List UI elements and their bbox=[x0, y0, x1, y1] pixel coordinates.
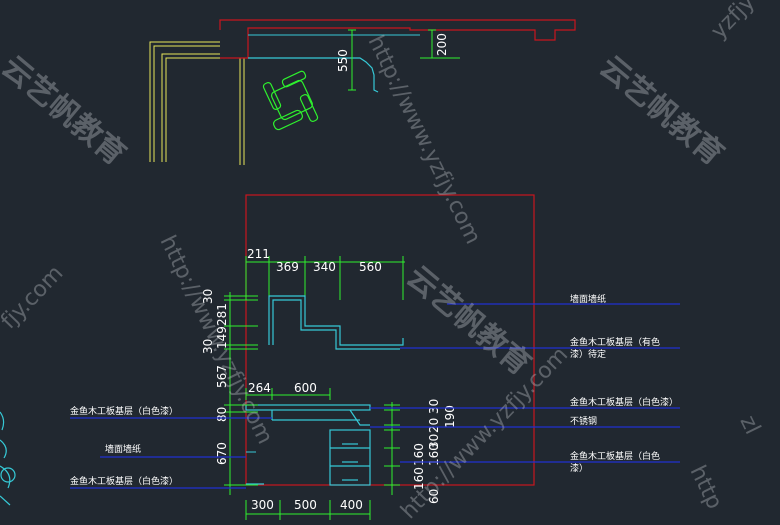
annotation-wood-white-bottom-left: 金鱼木工板基层（白色漆） bbox=[70, 475, 178, 487]
left-dim-30b: 30 bbox=[201, 339, 215, 354]
bottom-dimension-chain bbox=[245, 500, 371, 520]
dim-550-label: 550 bbox=[336, 49, 350, 72]
watermark-partial-3: http bbox=[685, 462, 727, 514]
right-dim-190: 190 bbox=[443, 405, 457, 428]
annotation-wallpaper-left: 墙面墙纸 bbox=[105, 443, 141, 455]
right-dim-160c: 160 bbox=[412, 467, 426, 490]
right-dim-60: 60 bbox=[427, 489, 441, 504]
left-dimension-chain bbox=[224, 292, 258, 495]
watermark-cn-2: 云艺帆教育 bbox=[400, 259, 537, 382]
annotation-wood-white-right: 金鱼木工板基层（白色漆） bbox=[570, 396, 678, 408]
annotation-wood-white-bottom-right-line2: 漆） bbox=[570, 462, 588, 474]
top-dim-211: 211 bbox=[247, 247, 270, 261]
right-dim-20: 20 bbox=[427, 418, 441, 433]
drawer-unit bbox=[329, 429, 371, 486]
watermark-cn-3: 云艺帆教育 bbox=[0, 49, 132, 172]
plan-desk-outline bbox=[248, 57, 379, 93]
bottom-dim-500: 500 bbox=[294, 498, 317, 512]
leader-lines bbox=[70, 303, 680, 489]
annotation-wood-white-left: 金鱼木工板基层（白色漆） bbox=[70, 405, 178, 417]
wall-shelves bbox=[268, 295, 404, 350]
mid-dimension-chain bbox=[245, 388, 331, 400]
annotation-wood-white-bottom-right-line1: 金鱼木工板基层（白色 bbox=[570, 450, 660, 462]
dim-200: 200 bbox=[420, 29, 460, 59]
watermark-url-1: http://www.yzfjy.com bbox=[363, 32, 486, 248]
plan-wall-outline bbox=[219, 19, 576, 59]
chair-icon bbox=[262, 70, 319, 131]
top-dimension-chain bbox=[245, 256, 405, 300]
right-dim-160a: 160 bbox=[412, 443, 426, 466]
mid-dim-600: 600 bbox=[294, 381, 317, 395]
top-dim-560: 560 bbox=[359, 260, 382, 274]
left-dim-670: 670 bbox=[215, 442, 229, 465]
watermark-cn-1: 云艺帆教育 bbox=[593, 49, 730, 172]
watermark-partial-1: yzfjy bbox=[706, 0, 760, 44]
yellow-wall-lines bbox=[149, 41, 245, 165]
annotation-stainless: 不锈钢 bbox=[570, 415, 597, 427]
watermark-partial-4: zl bbox=[735, 412, 765, 439]
bottom-dim-400: 400 bbox=[340, 498, 363, 512]
mid-dim-264: 264 bbox=[248, 381, 271, 395]
dim-200-label: 200 bbox=[435, 33, 449, 56]
right-dim-160b: 160 bbox=[427, 443, 441, 466]
partial-left-figure bbox=[0, 411, 16, 506]
left-dim-149: 149 bbox=[215, 326, 229, 349]
left-dim-30a: 30 bbox=[201, 289, 215, 304]
watermark-url-3: http://www.yzfjy.com bbox=[396, 342, 573, 524]
left-dim-567: 567 bbox=[215, 365, 229, 388]
top-dim-369: 369 bbox=[276, 260, 299, 274]
left-dim-281: 281 bbox=[215, 303, 229, 326]
right-dim-30b: 30 bbox=[427, 434, 441, 449]
annotation-wood-colored-line1: 金鱼木工板基层（有色 bbox=[570, 336, 660, 348]
watermark-partial-2: fjy.com bbox=[0, 261, 68, 334]
bottom-dim-300: 300 bbox=[251, 498, 274, 512]
top-dim-340: 340 bbox=[313, 260, 336, 274]
annotation-wallpaper-upper: 墙面墙纸 bbox=[570, 293, 606, 305]
elevation-view: 211 369 340 560 264 600 bbox=[70, 194, 680, 520]
right-dimension-chain bbox=[384, 402, 400, 495]
annotation-wood-colored-line2: 漆）待定 bbox=[570, 348, 606, 360]
plan-view: 550 200 bbox=[149, 19, 576, 165]
right-dim-30a: 30 bbox=[427, 399, 441, 414]
left-dim-80: 80 bbox=[215, 407, 229, 422]
dim-550: 550 bbox=[336, 29, 356, 91]
